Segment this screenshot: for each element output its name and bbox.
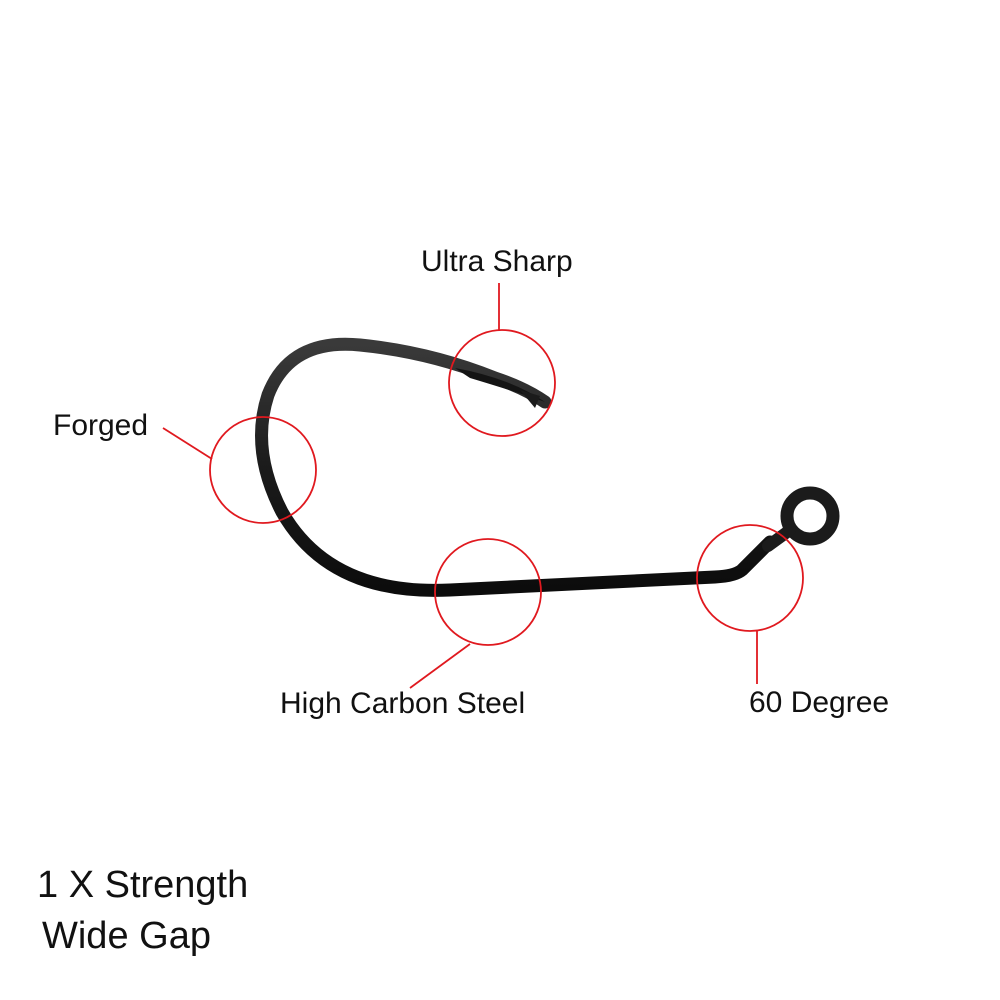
callout-circle-sixty-degree: [696, 524, 804, 632]
hook-point: [455, 368, 545, 402]
hook-eye-neck: [762, 524, 796, 552]
label-sixty-degree: 60 Degree: [749, 686, 890, 719]
label-forged: Forged: [53, 409, 149, 442]
spec-strength: 1 X Strength: [37, 864, 249, 906]
hook-eye: [780, 486, 840, 546]
label-ultra-sharp: Ultra Sharp: [421, 245, 573, 278]
callout-circle-forged: [209, 416, 317, 524]
callout-circle-ultra-sharp: [448, 329, 556, 437]
leader-line-high-carbon-steel: [409, 643, 471, 689]
spec-gap: Wide Gap: [42, 915, 211, 957]
label-high-carbon-steel: High Carbon Steel: [280, 687, 526, 720]
hook-barb: [520, 390, 540, 408]
leader-line-forged: [162, 427, 213, 460]
callout-circle-high-carbon-steel: [434, 538, 542, 646]
hook-wire: [255, 337, 777, 597]
